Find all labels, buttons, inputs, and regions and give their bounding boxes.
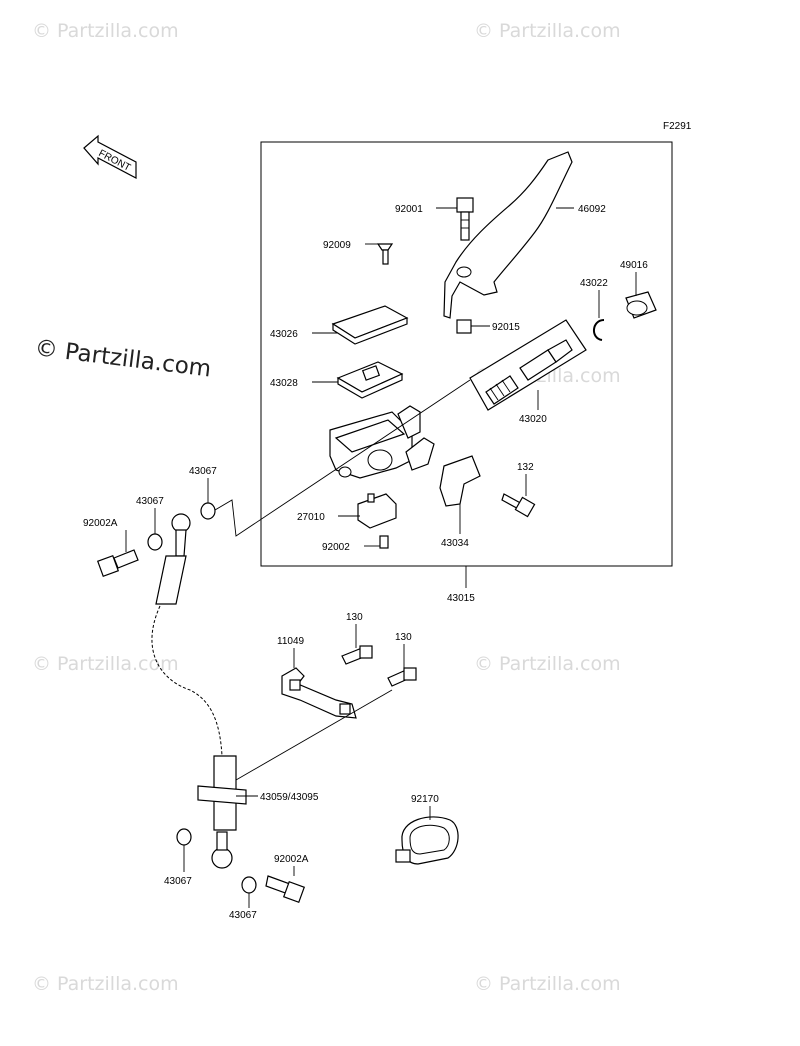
part-label[interactable]: 43067 <box>136 496 164 507</box>
piston-kit <box>469 319 587 411</box>
part-label[interactable]: 43059/43095 <box>260 792 319 803</box>
part-label[interactable]: 132 <box>517 462 534 473</box>
watermark: © Partzilla.com <box>32 20 179 42</box>
master-cylinder <box>329 405 435 479</box>
pivot-bolt <box>456 197 474 241</box>
washer <box>147 533 163 551</box>
boot <box>625 291 657 319</box>
part-label[interactable]: 43028 <box>270 378 298 389</box>
figure-code: F2291 <box>663 121 692 132</box>
part-label[interactable]: 130 <box>395 632 412 643</box>
part-label[interactable]: 43022 <box>580 278 608 289</box>
hose-guide <box>395 816 459 865</box>
part-label[interactable]: 43034 <box>441 538 469 549</box>
screw <box>379 535 389 549</box>
part-label[interactable]: 92170 <box>411 794 439 805</box>
hose-bracket <box>281 667 357 719</box>
brake-lever <box>443 151 573 319</box>
master-cylinder-assembly-box <box>260 141 673 567</box>
part-label[interactable]: 43026 <box>270 329 298 340</box>
clamp <box>439 455 481 507</box>
watermark: © Partzilla.com <box>474 653 621 675</box>
watermark: © Partzilla.com <box>32 653 179 675</box>
bracket-bolt <box>387 667 417 687</box>
part-label[interactable]: 43067 <box>189 466 217 477</box>
brake-switch <box>357 493 397 529</box>
watermark: © Partzilla.com <box>474 973 621 995</box>
part-label[interactable]: 92002A <box>83 518 118 529</box>
bracket-bolt <box>341 645 373 665</box>
part-label[interactable]: 43015 <box>447 593 475 604</box>
nut <box>456 319 472 334</box>
part-label[interactable]: 49016 <box>620 260 648 271</box>
washer <box>241 876 257 894</box>
part-label[interactable]: 46092 <box>578 204 606 215</box>
watermark: © Partzilla.com <box>32 973 179 995</box>
screw <box>376 243 394 265</box>
part-label[interactable]: 11049 <box>277 636 305 647</box>
washer <box>200 502 216 520</box>
part-label[interactable]: 130 <box>346 612 363 623</box>
part-label[interactable]: 43067 <box>164 876 192 887</box>
brake-hose <box>151 513 247 869</box>
part-label[interactable]: 92002A <box>274 854 309 865</box>
part-label[interactable]: 43020 <box>519 414 547 425</box>
part-label[interactable]: 92009 <box>323 240 351 251</box>
circlip <box>593 319 605 341</box>
part-label[interactable]: 43067 <box>229 910 257 921</box>
front-arrow-icon: FRONT <box>83 134 137 179</box>
washer <box>176 828 192 846</box>
banjo-bolt <box>265 875 306 904</box>
banjo-bolt <box>96 549 139 578</box>
clamp-bolt <box>501 493 536 518</box>
part-label[interactable]: 27010 <box>297 512 325 523</box>
watermark: © Partzilla.com <box>474 20 621 42</box>
part-label[interactable]: 92002 <box>322 542 350 553</box>
part-label[interactable]: 92015 <box>492 322 520 333</box>
part-label[interactable]: 92001 <box>395 204 423 215</box>
watermark-main: © Partzilla.com <box>33 335 212 382</box>
